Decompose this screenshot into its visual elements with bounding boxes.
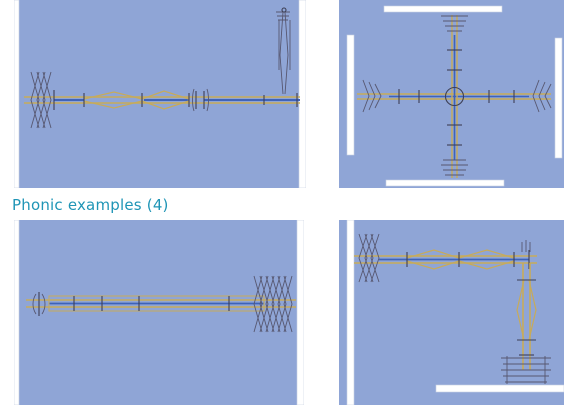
diagram-panel-bottom-right bbox=[339, 220, 564, 405]
fin-stack-bottom bbox=[441, 159, 468, 176]
fin-stack-left bbox=[358, 233, 380, 283]
fin-stack-top bbox=[441, 15, 468, 32]
wall-right bbox=[298, 0, 306, 188]
wall-bottom bbox=[435, 384, 564, 393]
wall-right bbox=[296, 220, 304, 405]
wall-left bbox=[346, 34, 355, 156]
fin-stack-vertical bbox=[276, 7, 291, 95]
rod-assembly bbox=[24, 88, 300, 112]
fin-stack-top-right bbox=[521, 240, 531, 252]
diagram-panel-bottom-left bbox=[14, 220, 304, 405]
fin-stack-left bbox=[362, 79, 382, 113]
fin-stack-bottom bbox=[501, 356, 551, 384]
wall-right bbox=[554, 37, 563, 159]
fin-stack-left bbox=[30, 71, 55, 129]
fin-stack-right bbox=[532, 79, 552, 113]
rod-assembly bbox=[26, 292, 296, 316]
wall-left bbox=[346, 220, 355, 405]
wall-left bbox=[14, 220, 20, 405]
l-shape-assembly bbox=[354, 249, 537, 370]
wall-left bbox=[14, 0, 20, 188]
wall-bottom bbox=[385, 179, 505, 187]
fin-stack-right bbox=[253, 275, 293, 333]
caption: Phonic examples (4) bbox=[12, 196, 169, 214]
cross-assembly bbox=[357, 15, 551, 178]
wall-top bbox=[383, 5, 503, 13]
diagram-panel-top-left bbox=[14, 0, 306, 188]
diagram-panel-top-right bbox=[339, 0, 564, 188]
